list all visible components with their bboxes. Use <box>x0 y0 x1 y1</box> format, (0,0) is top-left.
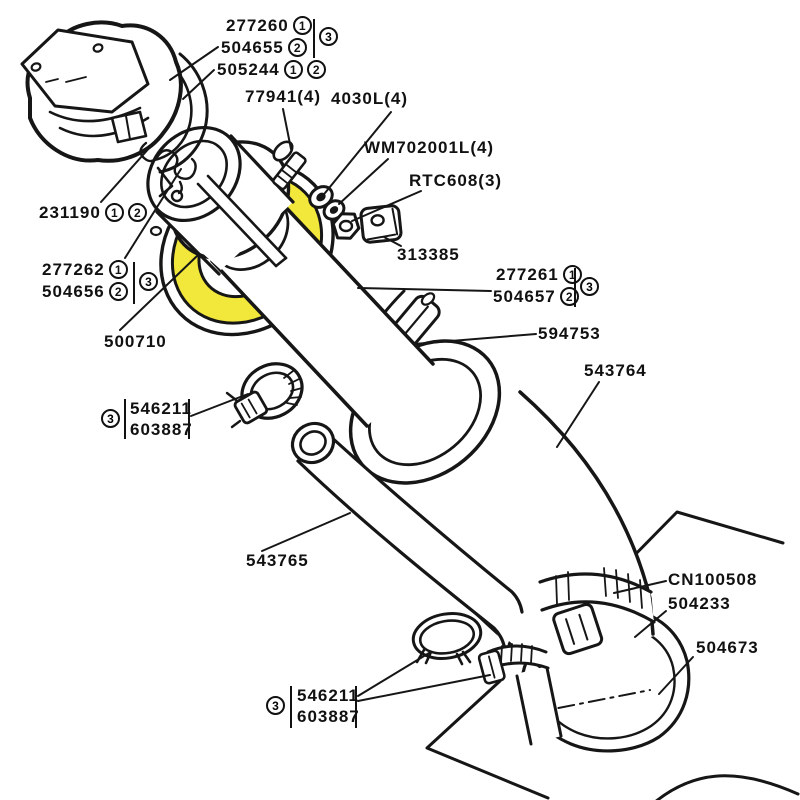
circled-2-badge: 2 <box>108 282 128 301</box>
label-313385: 313385 <box>397 245 460 264</box>
circled-1-badge: 1 <box>283 60 303 79</box>
tether-chain <box>139 141 197 203</box>
big-clamp-cn100508 <box>538 567 656 656</box>
circled-3-badge: 3 <box>319 27 338 46</box>
circled-3-badge: 3 <box>266 696 285 715</box>
circled-1-badge: 1 <box>108 260 128 279</box>
label-wm702001l: WM702001L(4) <box>364 138 495 157</box>
bracket-line-clamp-left-b <box>188 399 191 439</box>
breather-pipe-stub <box>515 666 563 746</box>
bracket-line-left <box>133 262 136 304</box>
circled-2-badge: 2 <box>287 38 307 57</box>
bolt-77941 <box>272 140 307 191</box>
label-504673: 504673 <box>696 638 759 657</box>
label-4030l: 4030L(4) <box>331 89 408 108</box>
bracket-line-top <box>313 19 316 58</box>
bracket-line-clamp-bottom-a <box>290 686 293 728</box>
bracket-line-right <box>574 268 577 307</box>
circled-1-badge: 1 <box>562 265 582 284</box>
label-rtc608: RTC608(3) <box>409 171 503 190</box>
label-504657: 504657 2 <box>493 287 579 306</box>
label-277262: 277262 1 <box>42 260 128 279</box>
label-cn100508: CN100508 <box>668 570 758 589</box>
breather-tube-543765 <box>290 421 524 652</box>
label-543765: 543765 <box>246 551 309 570</box>
fuel-filler-cap <box>20 20 209 198</box>
small-clamp-546211 <box>477 643 550 685</box>
bracket-line-clamp-bottom-b <box>355 686 358 728</box>
label-543764: 543764 <box>584 361 647 380</box>
circled-2-badge: 2 <box>559 287 579 306</box>
label-277261: 277261 1 <box>496 265 582 284</box>
label-504655: 504655 2 <box>221 38 307 57</box>
circled-1-badge: 1 <box>104 203 124 222</box>
circled-2-badge: 2 <box>306 60 326 79</box>
circled-3-badge: 3 <box>580 277 599 296</box>
label-504233: 504233 <box>668 594 731 613</box>
label-504656: 504656 2 <box>42 282 128 301</box>
loose-worm-clamp <box>225 362 304 429</box>
bracket-line-clamp-left-a <box>124 399 127 439</box>
label-500710: 500710 <box>104 332 167 351</box>
wire-spring-clip <box>411 612 483 666</box>
nut-rtc608 <box>331 212 361 240</box>
label-77941: 77941(4) <box>245 87 322 106</box>
clip-313385 <box>359 204 403 244</box>
body-panel-lines <box>425 510 800 800</box>
circled-3-badge: 3 <box>139 272 158 291</box>
label-group-546211-603887-left: 546211 603887 <box>130 399 193 439</box>
label-594753: 594753 <box>538 324 601 343</box>
leader-lines <box>100 46 694 702</box>
circled-2-badge: 2 <box>127 203 147 222</box>
circled-3-badge: 3 <box>101 409 120 428</box>
label-231190: 231190 1 2 <box>39 203 147 222</box>
label-group-546211-603887-bottom: 546211 603887 <box>297 686 360 726</box>
circled-1-badge: 1 <box>292 16 312 35</box>
label-277260: 277260 1 <box>226 16 312 35</box>
label-505244: 505244 1 2 <box>217 60 326 79</box>
